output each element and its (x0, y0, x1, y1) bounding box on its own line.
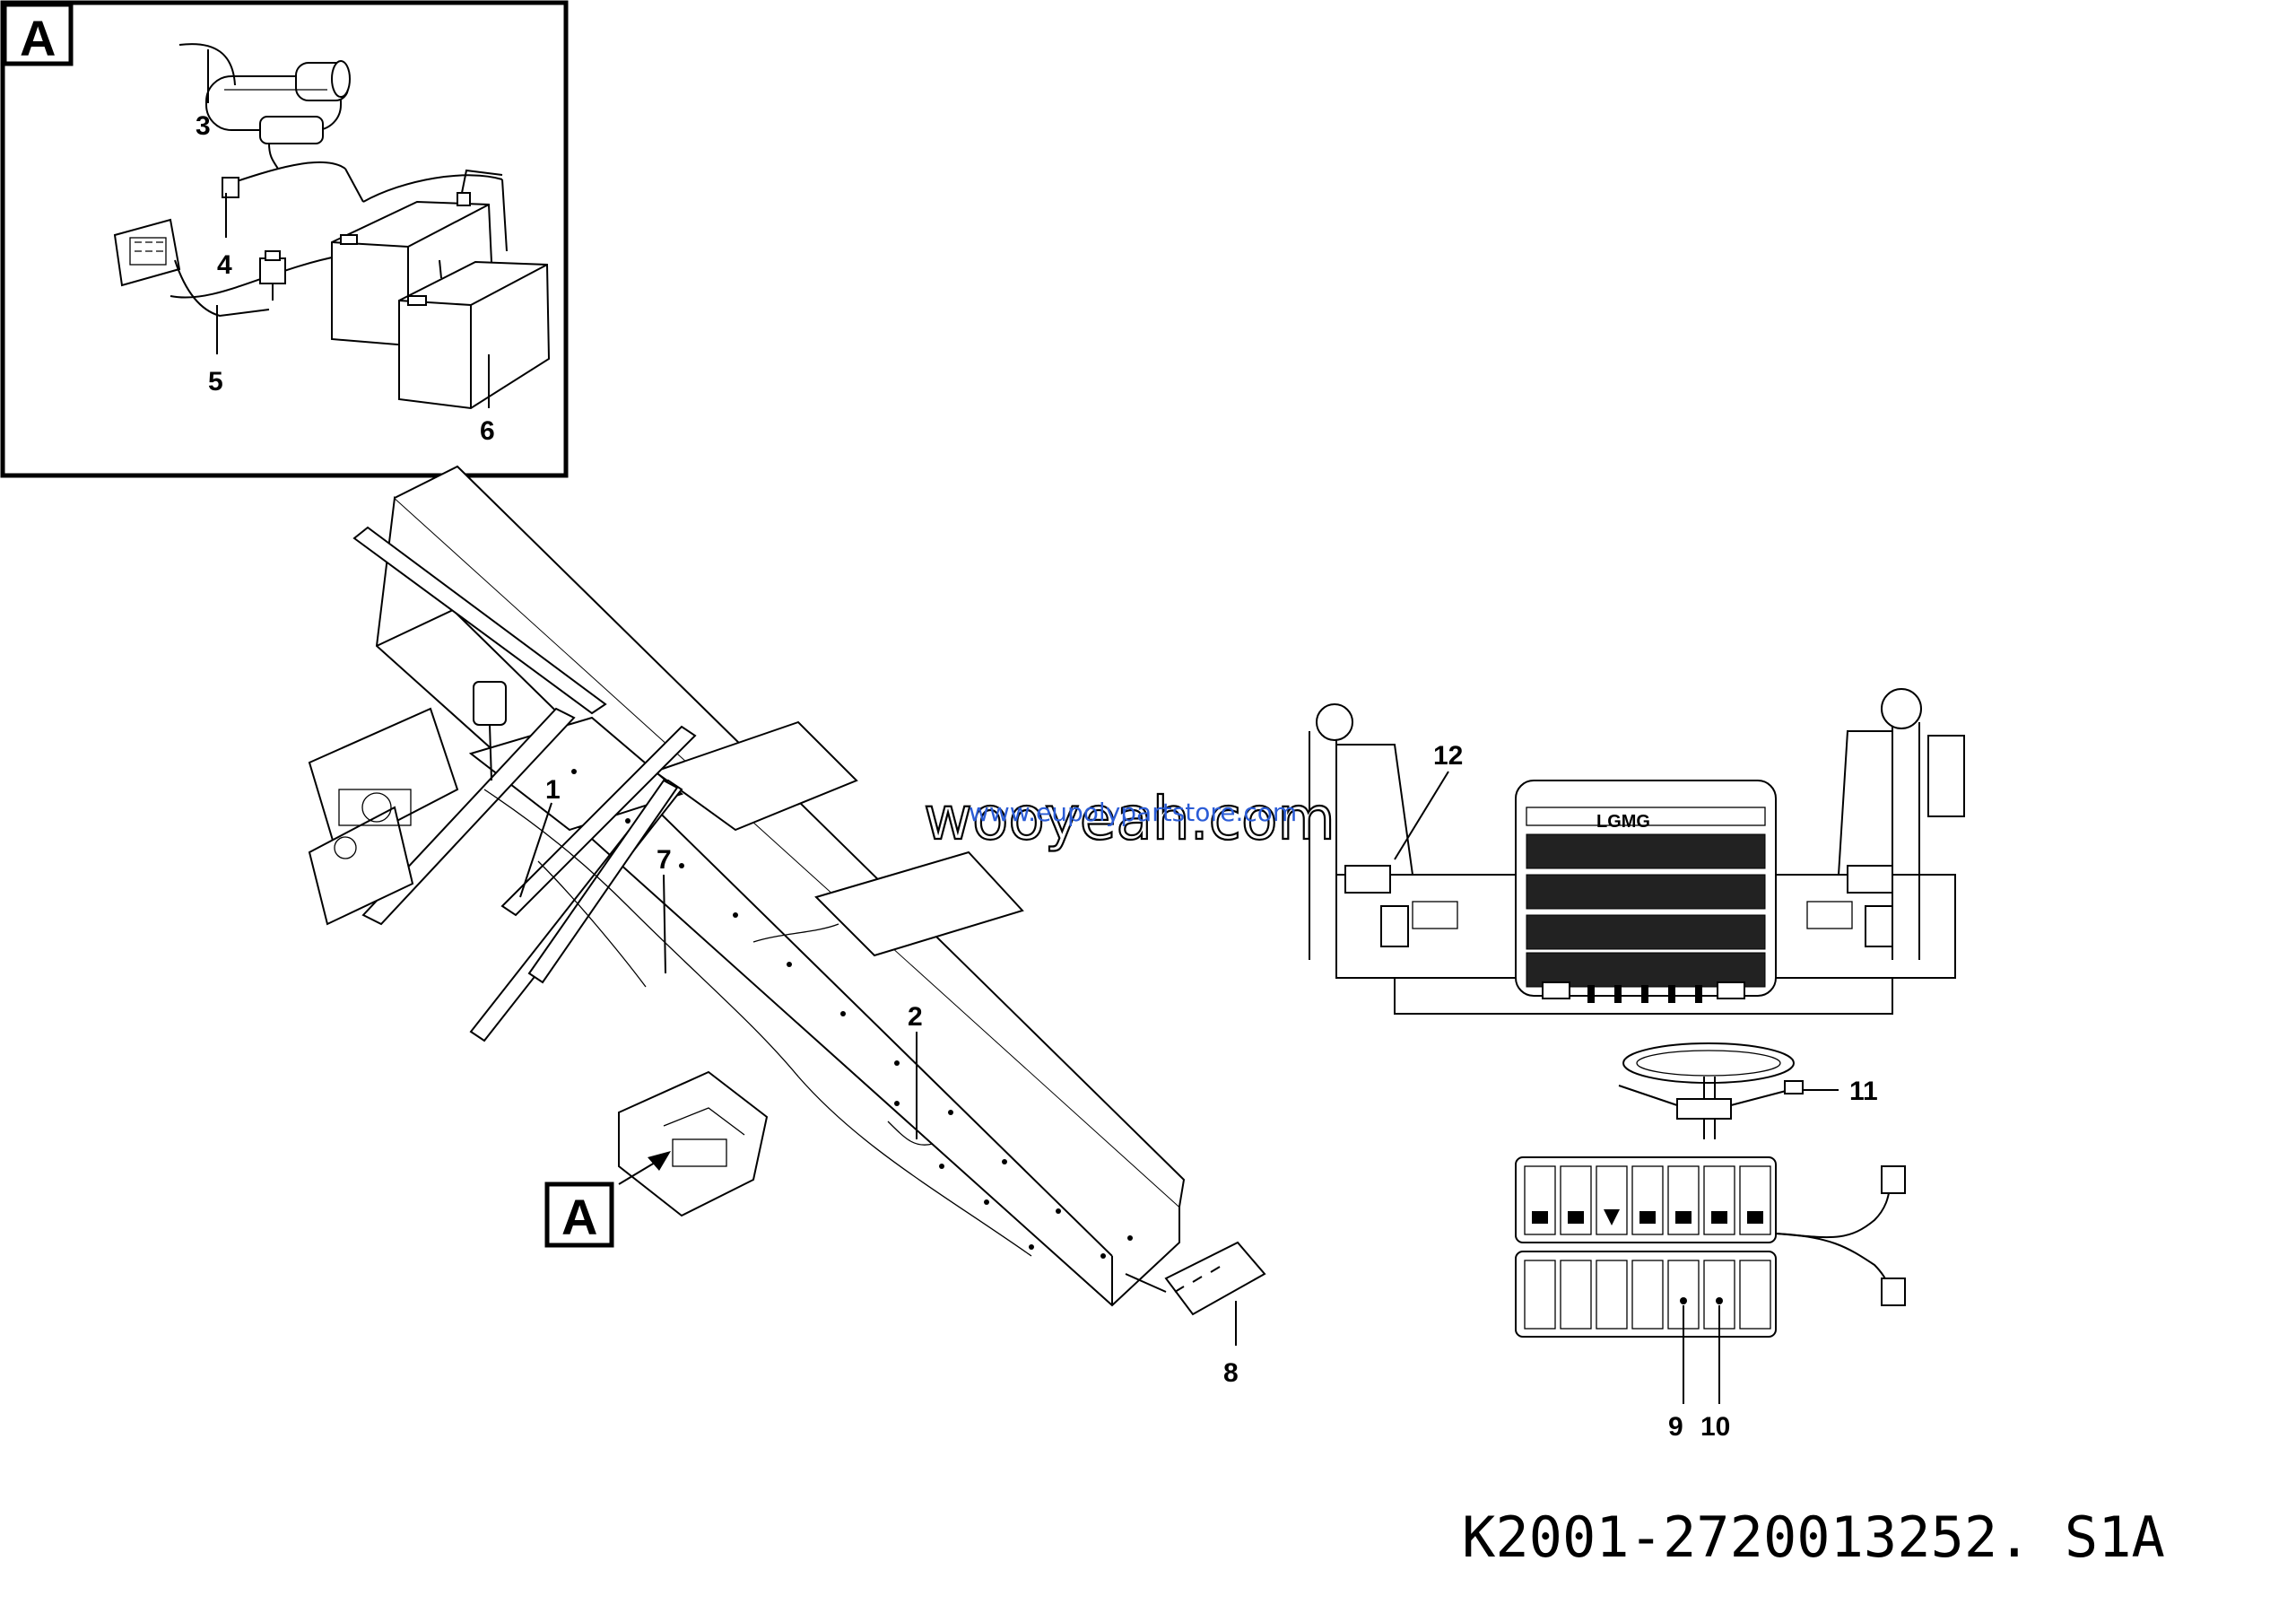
grille-slots (1587, 985, 1702, 1003)
connector-upper (1881, 1165, 1906, 1194)
part-number-9: 9 (1668, 1412, 1683, 1442)
part-number-7: 7 (657, 845, 672, 875)
part-number-8: 8 (1223, 1358, 1239, 1388)
part-number-11: 11 (1849, 1077, 1878, 1106)
radiator-brand: LGMG (1596, 812, 1650, 832)
starter-motor-drawing (178, 43, 351, 170)
part-number-12: 12 (1433, 741, 1463, 771)
rail-holes (571, 769, 1133, 1259)
detail-a-label-box (2, 2, 74, 66)
callout-a-label: A (561, 1189, 597, 1245)
steering-wheel-drawing (1618, 1042, 1804, 1139)
part-number-3: 3 (196, 111, 211, 141)
relay-drawing (259, 250, 286, 301)
watermark-secondary: www.eupolypartstore.com (969, 798, 1297, 827)
cable-clamp (222, 177, 239, 198)
part-number-2: 2 (908, 1002, 923, 1032)
connector-lower (1881, 1278, 1906, 1306)
front-view-drawing: LGMG (1309, 688, 1965, 1015)
part-number-1: 1 (545, 775, 561, 805)
detail-a-panel: A (0, 0, 569, 478)
rear-connector (1164, 1241, 1266, 1316)
battery-front (398, 179, 551, 410)
part-number-4: 4 (217, 250, 232, 280)
part-number-10: 10 (1700, 1412, 1730, 1442)
control-box-drawing (113, 218, 270, 318)
part-number-5: 5 (208, 367, 223, 397)
switch-panel-upper (1515, 1156, 1777, 1243)
left-mirror-light (1316, 703, 1353, 741)
drawing-code: K2001-2720013252. S1A (1462, 1504, 2165, 1570)
cable-line (228, 161, 346, 185)
beacon-lamp (473, 681, 507, 726)
switch-panel-lower (1515, 1251, 1777, 1338)
chassis-frame-drawing (308, 465, 1266, 1316)
right-mirror-light (1881, 688, 1922, 729)
callout-a: A (544, 1151, 671, 1248)
part-number-6: 6 (480, 416, 495, 446)
watermark-primary: wooyeah.com (924, 784, 1335, 853)
lamp-right-low (1717, 981, 1745, 999)
callout-a-label-box (544, 1182, 614, 1248)
detail-a-label: A (20, 10, 56, 66)
lamp-left-low (1542, 981, 1570, 999)
battery-box (618, 1070, 769, 1217)
